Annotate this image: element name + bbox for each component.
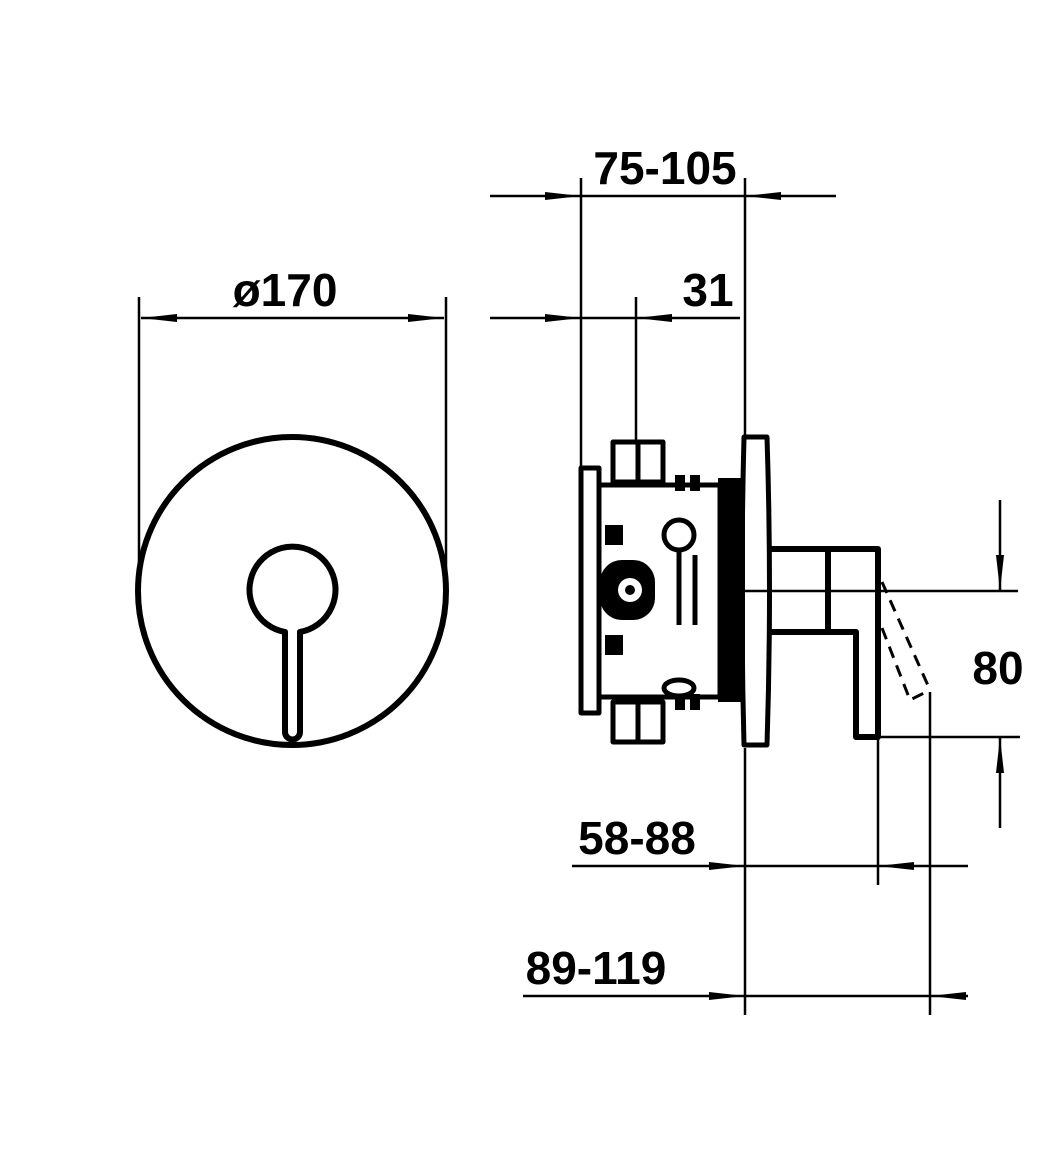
height-label: 80 — [972, 642, 1023, 694]
height-dimension: 80 — [878, 500, 1024, 828]
cover-plate-outline — [135, 434, 449, 748]
handle-outline — [246, 543, 339, 743]
projection-label: 58-88 — [578, 812, 696, 864]
max-projection-dimension: 89-119 — [523, 692, 968, 1015]
diameter-label: ø170 — [233, 264, 338, 316]
lever-profile — [771, 546, 881, 740]
offset-dimension: 31 — [490, 264, 740, 322]
lever-alt-position — [880, 581, 932, 703]
depth-dimension: 75-105 — [490, 142, 836, 200]
offset-label: 31 — [682, 264, 733, 316]
valve-body — [578, 439, 745, 745]
diameter-dimension: ø170 — [137, 264, 448, 570]
side-view: 75-105 31 80 58-88 — [490, 142, 1024, 1015]
depth-label: 75-105 — [593, 142, 736, 194]
cover-plate-profile — [739, 434, 772, 748]
projection-dimension: 58-88 — [572, 737, 968, 885]
max-projection-label: 89-119 — [526, 942, 667, 994]
front-view: ø170 — [135, 264, 449, 748]
